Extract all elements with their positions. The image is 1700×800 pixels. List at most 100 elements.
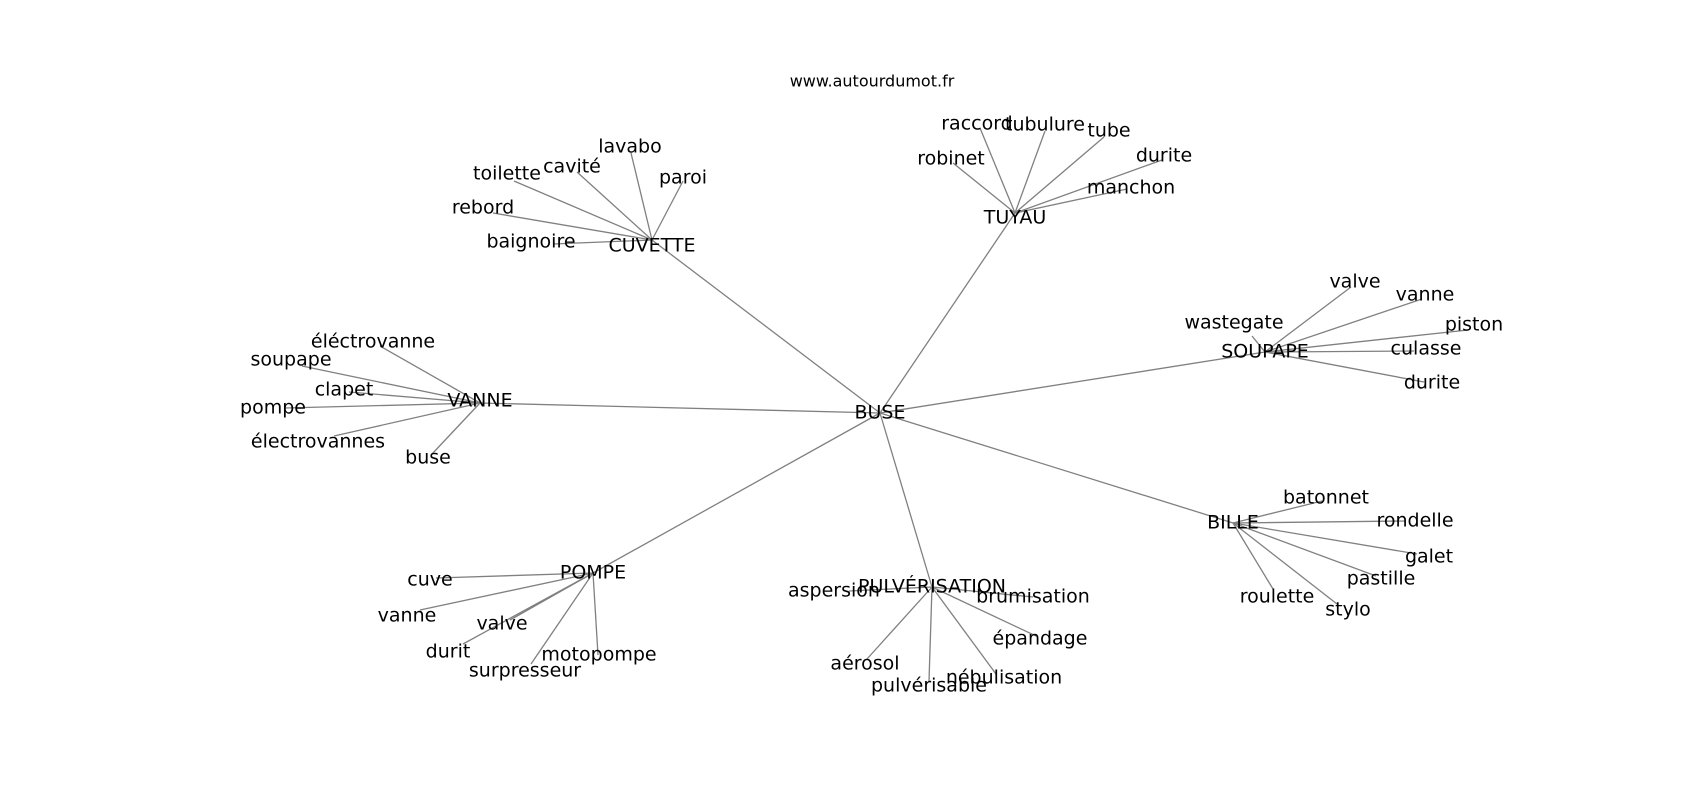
leaf-node-pulverisation-brumisation[interactable]: brumisation xyxy=(976,586,1090,608)
edge-vanne-electrovannes xyxy=(333,402,481,437)
leaf-node-vanne-electrovannes[interactable]: électrovannes xyxy=(251,431,385,453)
edge-bille-galet xyxy=(1232,522,1418,555)
edge-center-bille xyxy=(879,412,1234,524)
leaf-node-pompe-cuve[interactable]: cuve xyxy=(407,569,452,591)
leaf-node-cuvette-toilette[interactable]: toilette xyxy=(473,163,541,185)
leaf-node-tuyau-raccord[interactable]: raccord xyxy=(941,113,1013,135)
leaf-node-vanne-buse[interactable]: buse xyxy=(405,447,451,469)
leaf-node-tuyau-durite[interactable]: durite xyxy=(1136,145,1192,167)
leaf-node-pompe-valve[interactable]: valve xyxy=(476,613,527,635)
leaf-node-bille-roulette[interactable]: roulette xyxy=(1240,586,1315,608)
edge-tuyau-manchon xyxy=(1014,188,1128,214)
leaf-node-cuvette-cavite[interactable]: cavité xyxy=(543,156,601,178)
edge-bille-rondelle xyxy=(1232,520,1406,524)
leaf-node-pulverisation-epandage[interactable]: épandage xyxy=(993,628,1088,650)
edge-pulverisation-epandage xyxy=(931,586,1037,637)
leaf-node-vanne-electrovanne[interactable]: éléctrovanne xyxy=(311,331,435,353)
leaf-node-bille-galet[interactable]: galet xyxy=(1405,546,1453,568)
edge-center-vanne xyxy=(479,402,881,414)
site-url[interactable]: www.autourdumot.fr xyxy=(790,72,955,91)
edge-vanne-clapet xyxy=(348,391,481,404)
leaf-node-pompe-vanne[interactable]: vanne xyxy=(378,605,437,627)
leaf-node-soupape-piston[interactable]: piston xyxy=(1445,314,1503,336)
edge-cuvette-toilette xyxy=(513,180,653,241)
edge-bille-roulette xyxy=(1232,522,1274,590)
edge-center-cuvette xyxy=(651,239,881,414)
edge-vanne-electrovanne xyxy=(379,345,481,404)
leaf-node-cuvette-baignoire[interactable]: baignoire xyxy=(486,231,575,253)
edge-cuvette-lavabo xyxy=(630,152,653,241)
edge-cuvette-cavite xyxy=(576,171,653,241)
edge-soupape-vanne xyxy=(1264,298,1423,353)
leaf-node-cuvette-paroi[interactable]: paroi xyxy=(659,167,707,189)
edge-tuyau-tube xyxy=(1014,136,1105,214)
edge-cuvette-rebord xyxy=(492,212,653,241)
edge-tuyau-raccord xyxy=(979,127,1016,214)
leaf-node-bille-pastille[interactable]: pastille xyxy=(1347,568,1416,590)
edge-bille-pastille xyxy=(1232,522,1377,577)
leaf-node-pompe-durit[interactable]: durit xyxy=(426,641,471,663)
edge-soupape-durite xyxy=(1264,351,1425,383)
edge-pompe-durit xyxy=(462,572,594,645)
center-word[interactable]: BUSE xyxy=(854,402,905,424)
hub-node-pulverisation[interactable]: PULVÉRISATION xyxy=(858,575,1006,598)
hub-node-pompe[interactable]: POMPE xyxy=(560,562,626,584)
leaf-node-soupape-valve[interactable]: valve xyxy=(1329,271,1380,293)
edge-pompe-motopompe xyxy=(592,572,599,656)
edge-layer xyxy=(284,127,1469,682)
leaf-node-bille-rondelle[interactable]: rondelle xyxy=(1376,510,1453,532)
edge-pulverisation-pulverisable xyxy=(928,586,933,682)
edge-vanne-buse xyxy=(431,402,481,455)
leaf-node-vanne-soupape[interactable]: soupape xyxy=(250,349,331,371)
leaf-node-pulverisation-nebulisation[interactable]: nébulisation xyxy=(946,667,1062,689)
leaf-node-bille-stylo[interactable]: stylo xyxy=(1325,599,1371,621)
edge-pulverisation-brumisation xyxy=(931,586,1034,598)
hub-node-tuyau[interactable]: TUYAU xyxy=(983,207,1047,229)
edge-bille-batonnet xyxy=(1232,500,1323,524)
edge-pulverisation-nebulisation xyxy=(931,586,997,675)
edge-bille-stylo xyxy=(1232,522,1338,605)
edge-pompe-cuve xyxy=(435,572,594,579)
edge-tuyau-robinet xyxy=(952,162,1016,214)
hub-node-bille[interactable]: BILLE xyxy=(1207,512,1259,534)
edge-vanne-soupape xyxy=(301,365,481,404)
edge-cuvette-paroi xyxy=(651,180,684,241)
leaf-node-bille-batonnet[interactable]: batonnet xyxy=(1283,487,1369,509)
leaf-node-pulverisation-pulverisable[interactable]: pulvérisable xyxy=(871,675,987,697)
leaf-node-tuyau-manchon[interactable]: manchon xyxy=(1087,177,1175,199)
leaf-node-tuyau-tubulure[interactable]: tubulure xyxy=(1005,114,1085,136)
edge-pulverisation-aerosol xyxy=(866,586,933,660)
edge-vanne-pompe xyxy=(284,402,481,409)
leaf-node-soupape-wastegate[interactable]: wastegate xyxy=(1184,312,1283,334)
edge-center-pompe xyxy=(592,412,881,574)
leaf-node-pulverisation-aerosol[interactable]: aérosol xyxy=(830,653,899,675)
edge-soupape-valve xyxy=(1264,286,1352,353)
hub-node-cuvette[interactable]: CUVETTE xyxy=(608,235,695,257)
leaf-node-tuyau-tube[interactable]: tube xyxy=(1087,120,1130,142)
leaf-node-pompe-motopompe[interactable]: motopompe xyxy=(541,644,656,666)
leaf-node-soupape-culasse[interactable]: culasse xyxy=(1391,338,1462,360)
edge-pompe-vanne xyxy=(419,572,594,611)
leaf-node-vanne-clapet[interactable]: clapet xyxy=(315,379,374,401)
leaf-node-cuvette-rebord[interactable]: rebord xyxy=(452,197,514,219)
edge-tuyau-tubulure xyxy=(1014,130,1046,214)
leaf-node-soupape-vanne[interactable]: vanne xyxy=(1396,284,1455,306)
leaf-node-vanne-pompe[interactable]: pompe xyxy=(240,397,306,419)
edge-center-soupape xyxy=(879,351,1266,414)
edge-cuvette-baignoire xyxy=(552,239,653,245)
node-layer: www.autourdumot.fr BUSE TUYAU raccordtubu… xyxy=(240,72,1503,697)
leaf-node-tuyau-robinet[interactable]: robinet xyxy=(917,148,985,170)
edge-pompe-surpresseur xyxy=(530,572,594,665)
leaf-node-cuvette-lavabo[interactable]: lavabo xyxy=(598,136,662,158)
leaf-node-pompe-surpresseur[interactable]: surpresseur xyxy=(469,660,581,682)
edge-soupape-piston xyxy=(1264,329,1469,353)
edge-center-pulverisation xyxy=(879,412,933,588)
edge-soupape-culasse xyxy=(1264,350,1415,353)
hub-node-vanne[interactable]: VANNE xyxy=(447,390,512,412)
leaf-node-soupape-durite[interactable]: durite xyxy=(1404,372,1460,394)
leaf-node-pulverisation-aspersion[interactable]: aspersion xyxy=(788,580,880,602)
edge-soupape-wastegate xyxy=(1251,335,1266,353)
edge-pulverisation-aspersion xyxy=(848,586,933,592)
hub-node-soupape[interactable]: SOUPAPE xyxy=(1221,341,1309,363)
